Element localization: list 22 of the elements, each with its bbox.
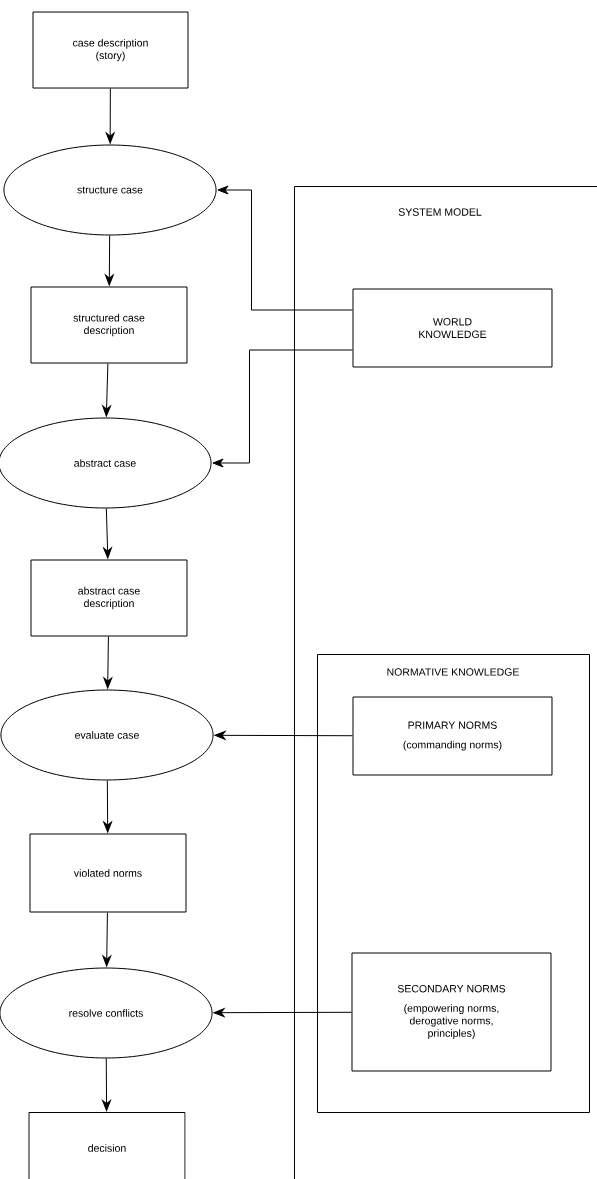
arrow xyxy=(103,636,113,689)
arrow xyxy=(102,363,112,417)
arrow xyxy=(102,912,112,967)
process-oval: structure case xyxy=(3,144,217,236)
arrow xyxy=(213,1008,352,1018)
process-box: case description (story) xyxy=(32,11,189,89)
process-box: abstract case description xyxy=(30,559,188,637)
arrow xyxy=(212,349,353,468)
process-box: PRIMARY NORMS (commanding norms) xyxy=(352,696,553,776)
arrow xyxy=(103,780,113,833)
process-oval: evaluate case xyxy=(0,689,214,781)
process-box: WORLD KNOWLEDGE xyxy=(352,288,553,368)
process-box: decision xyxy=(28,1112,186,1179)
process-box: violated norms xyxy=(29,833,187,913)
arrow xyxy=(214,730,353,740)
process-box: SECONDARY NORMS (empowering norms, derogative norms, principles) xyxy=(351,952,552,1072)
arrow xyxy=(217,185,353,311)
arrow xyxy=(102,1058,111,1112)
arrow xyxy=(104,235,114,286)
arrow xyxy=(103,508,112,559)
process-box: structured case description xyxy=(30,286,188,364)
arrow xyxy=(105,88,115,144)
